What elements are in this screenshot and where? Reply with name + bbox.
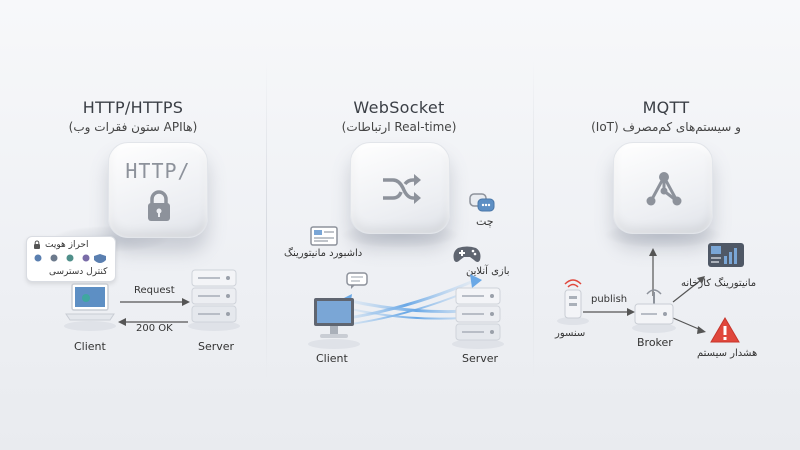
publish-label: publish <box>591 294 628 305</box>
chat-icon <box>469 193 495 212</box>
message-icon <box>346 272 368 289</box>
access-label: کنترل دسترسی <box>49 267 108 277</box>
auth-lock-icon <box>34 240 40 249</box>
websocket-title: WebSocket <box>353 98 445 117</box>
broker-label: Broker <box>637 336 673 349</box>
factory-label: مانیتورینگ کارخانه <box>681 278 757 289</box>
response-label: 200 OK <box>136 323 173 334</box>
sensor-icon <box>557 279 589 325</box>
dashboard-icon <box>310 226 338 246</box>
http-cube: HTTP/ <box>108 142 208 238</box>
websocket-panel: WebSocket (ارتباطات Real-time) چت داشبور… <box>266 0 532 450</box>
mqtt-cube <box>613 142 713 234</box>
game-label: بازی آنلاین <box>466 266 510 277</box>
divider-left <box>266 60 267 380</box>
request-label: Request <box>134 285 175 296</box>
websocket-subtitle: (ارتباطات Real-time) <box>341 120 457 134</box>
gamepad-icon <box>453 246 481 262</box>
lock-icon <box>148 190 170 221</box>
mqtt-subtitle: (IoT) و سیستم‌های کم‌مصرف <box>591 120 741 134</box>
request-arrow <box>120 298 190 306</box>
mqtt-panel: MQTT (IoT) و سیستم‌های کم‌مصرف <box>533 0 799 450</box>
warning-icon <box>710 317 740 343</box>
mqtt-title: MQTT <box>642 98 690 117</box>
auth-title: احراز هویت <box>45 240 89 250</box>
http-server-icon <box>188 269 240 331</box>
ws-client-icon <box>308 298 360 349</box>
http-panel: HTTP/HTTPS (ستون فقرات وب APIها) HTTP/ ا… <box>0 0 266 450</box>
http-subtitle: (ستون فقرات وب APIها) <box>68 120 198 134</box>
factory-dashboard-icon <box>708 243 744 267</box>
shuffle-icon <box>383 174 421 204</box>
divider-right <box>533 60 534 380</box>
alert-label: هشدار سیستم <box>697 348 758 359</box>
http-server-label: Server <box>198 340 235 353</box>
network-hub-icon <box>646 172 682 206</box>
auth-card: احراز هویت کنترل دسترسی <box>26 236 116 282</box>
ws-client-label: Client <box>316 352 348 365</box>
response-arrow <box>118 318 188 326</box>
chat-label: چت <box>476 215 494 228</box>
ws-server-label: Server <box>462 352 499 365</box>
sensor-label: سنسور <box>555 328 586 339</box>
ws-cube <box>350 142 450 234</box>
auth-icons-row <box>34 254 106 263</box>
dashboard-label: داشبورد مانیتورینگ <box>284 248 363 259</box>
broker-icon <box>632 289 676 333</box>
http-client-label: Client <box>74 340 106 353</box>
http-title: HTTP/HTTPS <box>82 98 184 117</box>
ws-server-icon <box>452 287 504 349</box>
mqtt-connectors <box>583 248 706 334</box>
http-cube-text: HTTP/ <box>125 159 191 183</box>
http-client-icon <box>64 283 116 331</box>
